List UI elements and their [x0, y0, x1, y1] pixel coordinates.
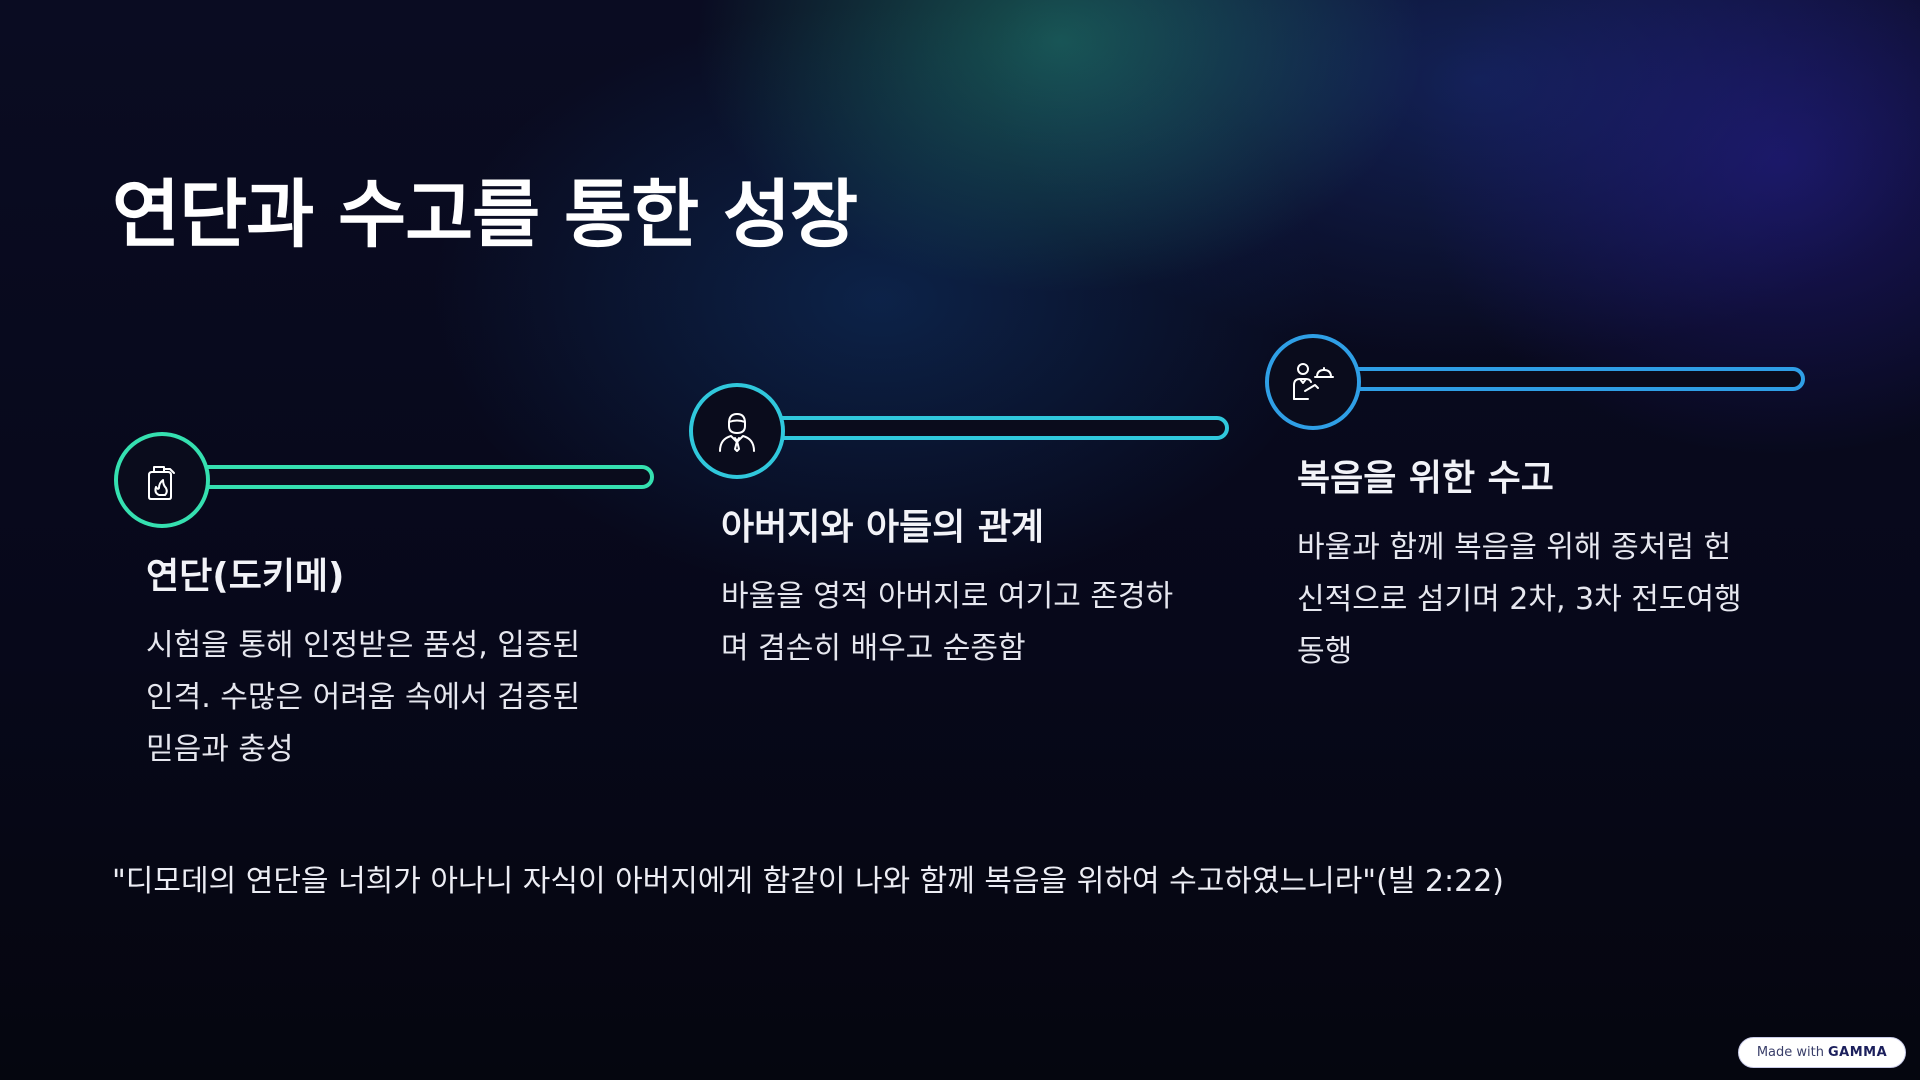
scripture-quote: "디모데의 연단을 너희가 아나니 자식이 아버지에게 함같이 나와 함께 복음…: [112, 864, 1505, 899]
icon-badge: [1265, 334, 1361, 430]
icon-badge: [689, 383, 785, 479]
timeline-bar: [1345, 367, 1805, 391]
timeline-track: [1265, 334, 1809, 430]
step-heading: 복음을 위한 수고: [1297, 458, 1554, 499]
icon-badge: [114, 432, 210, 528]
step-description: 바울과 함께 복음을 위해 종처럼 헌 신적으로 섬기며 2차, 3차 전도여행…: [1297, 530, 1742, 669]
made-with-gamma-badge[interactable]: Made with GAMMA: [1738, 1037, 1906, 1068]
timeline-bar: [769, 416, 1229, 440]
timeline-bar: [194, 465, 654, 489]
waiter-serving-icon: [1293, 363, 1334, 400]
gamma-logo: GAMMA: [1827, 1045, 1888, 1060]
page-title: 연단과 수고를 통한 성장: [112, 172, 858, 258]
step-description: 바울을 영적 아버지로 여기고 존경하 며 겸손히 배우고 순종함: [721, 579, 1174, 666]
step-heading: 연단(도키메): [146, 556, 345, 597]
timeline-track: [689, 383, 1233, 479]
businessman-icon: [719, 413, 755, 452]
step-description: 시험을 통해 인정받은 품성, 입증된 인격. 수많은 어려움 속에서 검증된 …: [146, 628, 581, 767]
timeline-track: [114, 432, 658, 528]
fire-extinguisher-icon: [148, 466, 175, 500]
badge-prefix: Made with: [1756, 1045, 1824, 1060]
step-heading: 아버지와 아들의 관계: [721, 507, 1045, 548]
